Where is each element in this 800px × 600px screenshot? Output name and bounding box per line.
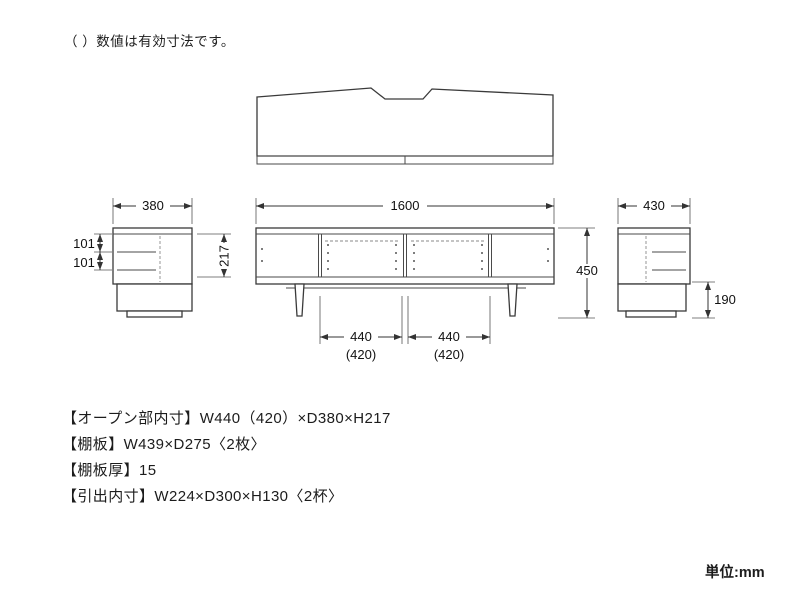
dim-shelf-pitch: 101 101 <box>73 233 112 271</box>
side-view-right: 430 190 <box>617 198 736 319</box>
dim-open-height: 217 <box>197 233 232 278</box>
spec-drawer-inner-size: 【引出内寸】W224×D300×H130〈2杯〉 <box>62 488 344 505</box>
front-view: 1600 <box>255 198 603 362</box>
dim-height-label: 450 <box>576 263 598 278</box>
side-view-left: 380 101 101 217 <box>73 198 232 318</box>
dim-open-height-label: 217 <box>217 245 232 267</box>
spec-shelf-size: 【棚板】W439×D275〈2枚〉 <box>62 436 266 453</box>
dim-open-w-left-eff-label: (420) <box>346 347 376 362</box>
dim-side-depth-label: 380 <box>142 198 164 213</box>
dim-height: 450 <box>558 227 603 319</box>
dim-open-w-right-label: 440 <box>438 329 460 344</box>
dim-end-depth-label: 430 <box>643 198 665 213</box>
unit-label: 単位:mm <box>705 565 765 581</box>
dim-width-label: 1600 <box>391 198 420 213</box>
dim-open-w-left-label: 440 <box>350 329 372 344</box>
dim-pitch2-label: 101 <box>73 255 95 270</box>
front-leg-right <box>507 283 518 317</box>
spec-list: 【オープン部内寸】W440（420）×D380×H217 【棚板】W439×D2… <box>62 406 391 510</box>
dim-open-w-right-eff-label: (420) <box>434 347 464 362</box>
dim-leg-height: 190 <box>692 281 736 319</box>
spec-shelf-thickness: 【棚板厚】15 <box>62 462 157 479</box>
note-effective-dimensions: （ ）数値は有効寸法です。 <box>64 34 235 49</box>
spec-open-inner-size: 【オープン部内寸】W440（420）×D380×H217 <box>62 410 391 427</box>
dim-pitch1-label: 101 <box>73 236 95 251</box>
dim-leg-height-label: 190 <box>714 292 736 307</box>
dim-open-widths: 440 440 (420) (420) <box>319 296 491 362</box>
top-view <box>256 87 554 165</box>
shelf-pin-holes <box>261 244 549 270</box>
front-leg-left <box>294 283 305 317</box>
